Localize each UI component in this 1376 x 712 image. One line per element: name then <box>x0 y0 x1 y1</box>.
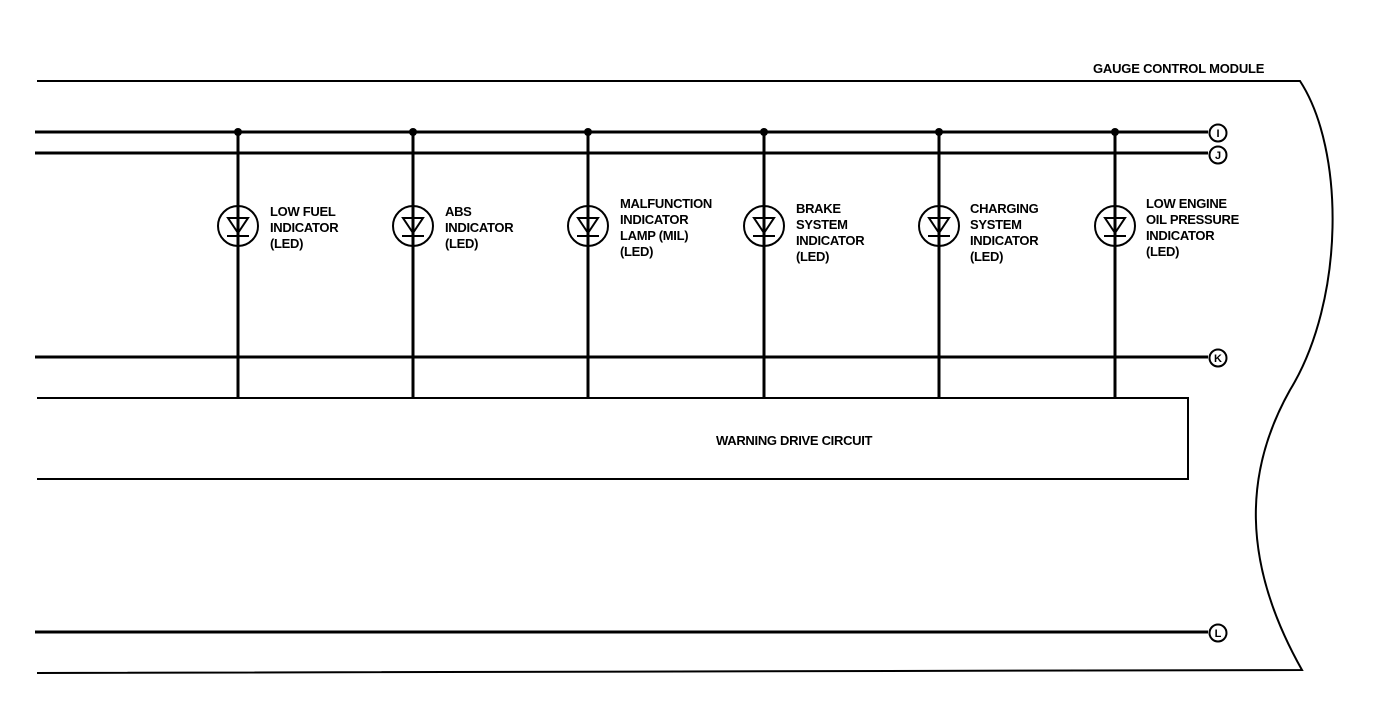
module-outline <box>36 80 1334 674</box>
indicator-label-brake: BRAKE SYSTEM INDICATOR (LED) <box>796 201 868 264</box>
indicator-label-line: INDICATOR <box>796 233 865 248</box>
terminal-l-label: L <box>1215 628 1222 640</box>
indicator-label-line: LOW FUEL <box>270 204 336 219</box>
indicator-branch-5: CHARGING SYSTEM INDICATOR (LED) <box>918 128 1042 398</box>
indicator-label-line: CHARGING <box>970 201 1039 216</box>
led-icon <box>567 205 609 247</box>
indicator-branch-3: MALFUNCTION INDICATOR LAMP (MIL) (LED) <box>567 128 715 398</box>
indicator-label-line: INDICATOR <box>445 220 514 235</box>
terminal-i: I <box>1208 123 1228 143</box>
indicator-label-oil-pressure: LOW ENGINE OIL PRESSURE INDICATOR (LED) <box>1146 196 1242 259</box>
indicator-branch-4: BRAKE SYSTEM INDICATOR (LED) <box>743 128 868 398</box>
led-icon <box>918 205 960 247</box>
terminal-l: L <box>1208 623 1228 643</box>
terminal-k-label: K <box>1214 353 1222 365</box>
indicator-label-mil: MALFUNCTION INDICATOR LAMP (MIL) (LED) <box>620 196 715 259</box>
terminal-i-label: I <box>1216 128 1219 140</box>
warning-drive-circuit-box <box>37 397 1189 480</box>
indicator-label-charging: CHARGING SYSTEM INDICATOR (LED) <box>970 201 1042 264</box>
indicator-label-line: INDICATOR <box>620 212 689 227</box>
indicator-branch-2: ABS INDICATOR (LED) <box>392 128 517 398</box>
indicator-label-line: ABS <box>445 204 472 219</box>
indicator-label-line: (LED) <box>796 249 829 264</box>
indicator-label-line: MALFUNCTION <box>620 196 712 211</box>
indicator-label-line: (LED) <box>970 249 1003 264</box>
indicator-label-line: SYSTEM <box>796 217 848 232</box>
indicator-label-low-fuel: LOW FUEL INDICATOR (LED) <box>270 204 342 251</box>
indicator-label-line: (LED) <box>1146 244 1179 259</box>
indicator-label-line: (LED) <box>620 244 653 259</box>
indicator-label-line: BRAKE <box>796 201 841 216</box>
warning-drive-circuit-label: WARNING DRIVE CIRCUIT <box>716 433 873 448</box>
indicator-branch-6: LOW ENGINE OIL PRESSURE INDICATOR (LED) <box>1094 128 1242 398</box>
led-icon <box>743 205 785 247</box>
indicator-label-line: OIL PRESSURE <box>1146 212 1240 227</box>
indicator-label-line: LAMP (MIL) <box>620 228 688 243</box>
terminal-j: J <box>1208 145 1228 165</box>
indicator-label-line: (LED) <box>270 236 303 251</box>
module-title: GAUGE CONTROL MODULE <box>1093 61 1265 76</box>
led-icon <box>1094 205 1136 247</box>
indicator-label-line: INDICATOR <box>1146 228 1215 243</box>
indicator-label-line: SYSTEM <box>970 217 1022 232</box>
led-icon <box>392 205 434 247</box>
terminal-j-label: J <box>1215 150 1221 162</box>
terminal-k: K <box>1208 348 1228 368</box>
led-icon <box>217 205 259 247</box>
indicator-label-abs: ABS INDICATOR (LED) <box>445 204 517 251</box>
indicator-label-line: (LED) <box>445 236 478 251</box>
indicator-branch-1: LOW FUEL INDICATOR (LED) <box>217 128 342 398</box>
indicator-label-line: LOW ENGINE <box>1146 196 1227 211</box>
indicator-label-line: INDICATOR <box>970 233 1039 248</box>
indicator-label-line: INDICATOR <box>270 220 339 235</box>
